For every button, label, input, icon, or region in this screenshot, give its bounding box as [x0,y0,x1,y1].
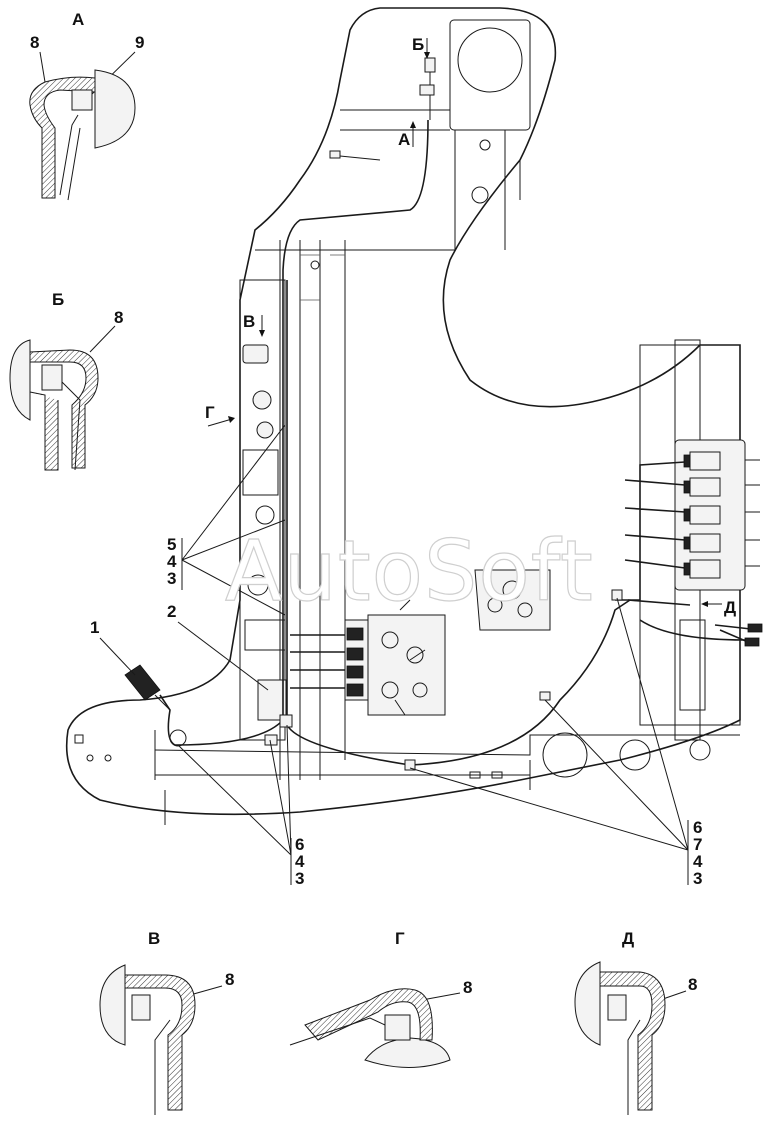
callout-group-bottom-mid-1: 4 [295,852,305,871]
detail-view-a: А 8 9 [29,10,144,201]
callout-group-bottom-right: 6 7 4 3 [409,597,703,888]
callout-group-left-top: 5 4 3 [167,424,286,616]
detail-view-g-callout-8: 8 [463,978,472,997]
view-arrow-d-label: Д [724,598,736,617]
wiring-harness [159,57,746,771]
view-arrow-d: Д [701,598,736,617]
view-arrow-v-label: В [243,312,255,331]
callout-group-left-top-1: 4 [167,552,177,571]
detail-view-a-callout-8: 8 [30,33,39,52]
view-arrow-a-label: А [398,130,410,149]
callout-1: 1 [90,618,136,676]
detail-view-g: Г 8 [289,929,472,1068]
detail-view-a-title: А [72,10,84,29]
callout-group-bottom-right-0: 6 [693,818,702,837]
callout-group-bottom-mid-0: 6 [295,835,304,854]
callout-group-left-top-0: 5 [167,535,176,554]
detail-view-d: Д 8 [574,929,697,1115]
view-arrow-v: В [243,312,265,337]
callout-group-bottom-mid-2: 3 [295,869,304,888]
frame-outline [65,7,741,816]
detail-view-g-title: Г [395,929,405,948]
view-arrow-g: Г [205,403,235,427]
centre-distributor [344,599,446,716]
detail-view-b: Б 8 [9,290,123,471]
top-valve-block [474,569,551,631]
detail-view-v: В 8 [99,929,234,1115]
detail-view-d-title: Д [622,929,634,948]
main-assembly-view: А Б В Г Д 1 2 5 4 3 [65,7,763,888]
callout-group-left-top-2: 3 [167,569,176,588]
view-arrow-b-label: Б [412,35,424,54]
callout-group-bottom-mid: 6 4 3 [177,724,305,888]
callout-group-bottom-right-1: 7 [693,835,702,854]
callout-1-label: 1 [90,618,99,637]
detail-view-b-callout-8: 8 [114,308,123,327]
callout-2-label: 2 [167,602,176,621]
detail-view-a-callout-9: 9 [135,33,144,52]
detail-view-v-title: В [148,929,160,948]
view-arrow-g-label: Г [205,403,215,422]
right-solenoid-block [683,451,760,579]
detail-view-v-callout-8: 8 [225,970,234,989]
callout-group-bottom-right-3: 3 [693,869,702,888]
view-arrow-b: Б [412,35,430,59]
detail-view-d-callout-8: 8 [688,975,697,994]
detail-view-b-title: Б [52,290,64,309]
view-arrow-a: А [398,121,416,149]
watermark: AutoSoft [225,522,594,620]
callout-2: 2 [167,602,269,691]
callout-group-bottom-right-2: 4 [693,852,703,871]
